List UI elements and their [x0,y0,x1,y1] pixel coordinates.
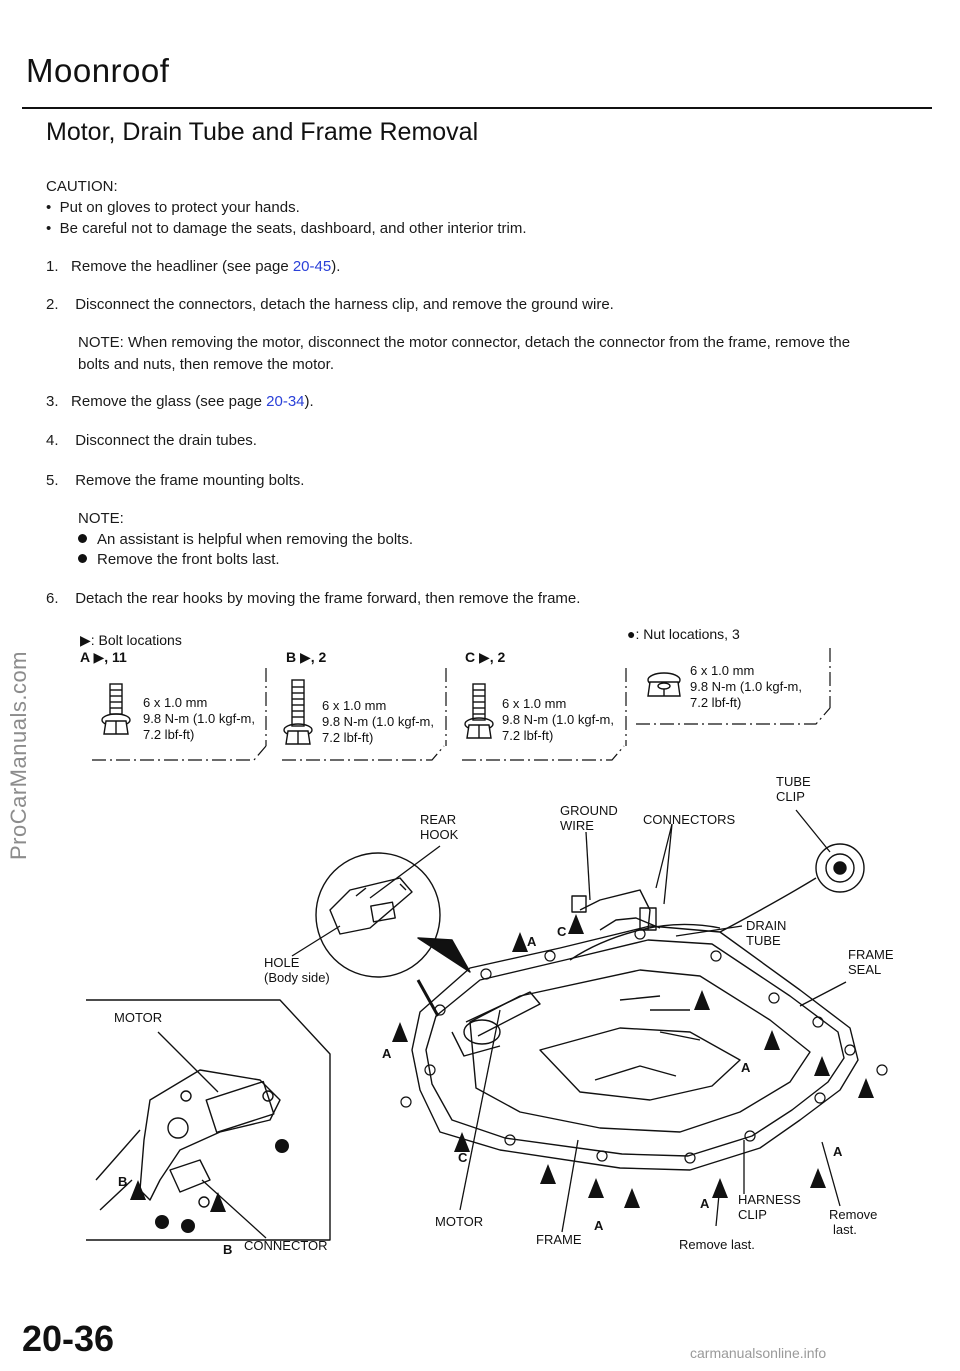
bolt-icon [464,683,494,739]
caution-heading: CAUTION: [46,178,118,195]
section-title: Motor, Drain Tube and Frame Removal [46,118,479,146]
tube-clip [719,843,865,933]
spec-bracket [92,648,831,761]
title-rule [22,107,932,109]
wiring-harness [569,889,721,961]
note-motor: NOTE: When removing the motor, disconnec… [78,334,851,373]
callout-motor: MOTOR [435,1214,484,1229]
fastener-tag: B ▶, 2 [286,649,327,665]
letter-marker: A [700,1196,710,1211]
letter-marker: A [527,934,537,949]
callout-frame: FRAME [536,1232,582,1247]
bolt-arrow-icon: ▶: [80,632,95,648]
step-1: 1. Remove the headliner (see page 20-45)… [46,258,341,275]
bolt-markers [130,914,874,1212]
leader-lines [157,809,847,1239]
nut-icon [647,672,681,697]
fastener-tag: C ▶, 2 [465,649,506,665]
letter-marker: B [118,1174,128,1189]
frame-motor [451,991,541,1057]
page-title: Moonroof [26,52,170,89]
fastener-illustrations [92,648,831,761]
motor-inset [86,999,331,1241]
letter-marker: B [223,1242,233,1257]
note-5-heading: NOTE: [78,510,124,527]
footer-watermark: carmanualsonline.info [690,1345,827,1361]
letter-marker: A [594,1218,604,1233]
bolt-icon [101,683,131,735]
letter-marker: A [382,1046,392,1061]
note-5-item: Remove the front bolts last. [78,549,280,571]
callout-connectors: CONNECTORS [643,812,736,827]
step-3: 3. Remove the glass (see page 20-34). [46,393,314,410]
page-link[interactable]: 20-45 [292,258,332,275]
letter-marker: A [741,1060,751,1075]
nut-legend: ●: Nut locations, 3 [627,626,740,642]
step-6: 6. Detach the rear hooks by moving the f… [46,590,581,607]
fastener-tag: A ▶, 11 [80,649,127,665]
bullet-dot [78,534,87,543]
nut-dot-icon: ●: [627,626,640,642]
callout-hole: HOLE(Body side) [264,955,330,985]
bolt-legend: ▶: Bolt locations [80,632,182,648]
nut-markers [155,1139,289,1233]
callout-remove-last: Remove last. [679,1237,755,1252]
hook-pointer [417,937,471,973]
bullet-dot [78,554,87,563]
rear-hook-inset [315,852,441,978]
letter-marker: A [833,1144,843,1159]
page-link[interactable]: 20-34 [266,393,305,410]
step-5: 5. Remove the frame mounting bolts. [46,472,305,489]
letter-marker: C [458,1150,468,1165]
letter-marker: C [557,924,567,939]
caution-item: • Be careful not to damage the seats, da… [46,220,527,237]
moonroof-frame [411,925,859,1171]
bolt-icon [283,679,313,745]
page-number: 20-36 [22,1318,115,1359]
callout-motor: MOTOR [114,1010,163,1025]
callout-connector: CONNECTOR [244,1238,328,1253]
caution-item: • Put on gloves to protect your hands. [46,199,300,216]
moonroof-assembly-illustration [86,809,888,1241]
step-4: 4. Disconnect the drain tubes. [46,432,257,449]
step-2: 2. Disconnect the connectors, detach the… [46,296,614,313]
hook-pointer [416,979,440,1017]
note-5-item: An assistant is helpful when removing th… [78,529,413,551]
